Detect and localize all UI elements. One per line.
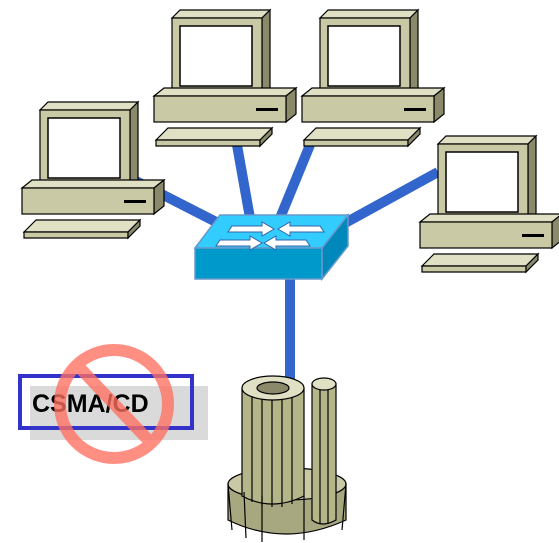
computer-icon-top-right xyxy=(301,9,445,147)
computer-icon-top-left xyxy=(153,9,297,147)
links xyxy=(127,143,441,380)
computer-icon-left xyxy=(21,101,165,239)
link-pc2-switch xyxy=(232,144,255,219)
label-box xyxy=(18,374,194,430)
csma-cd-prohibited-badge: CSMA/CD xyxy=(18,344,208,464)
computer-icon-right xyxy=(419,135,559,273)
link-pc3-switch xyxy=(275,143,315,220)
no-sign-icon xyxy=(54,344,174,464)
switch-icon xyxy=(193,212,350,282)
server-icon xyxy=(227,375,347,542)
link-pc4-switch xyxy=(333,167,441,233)
